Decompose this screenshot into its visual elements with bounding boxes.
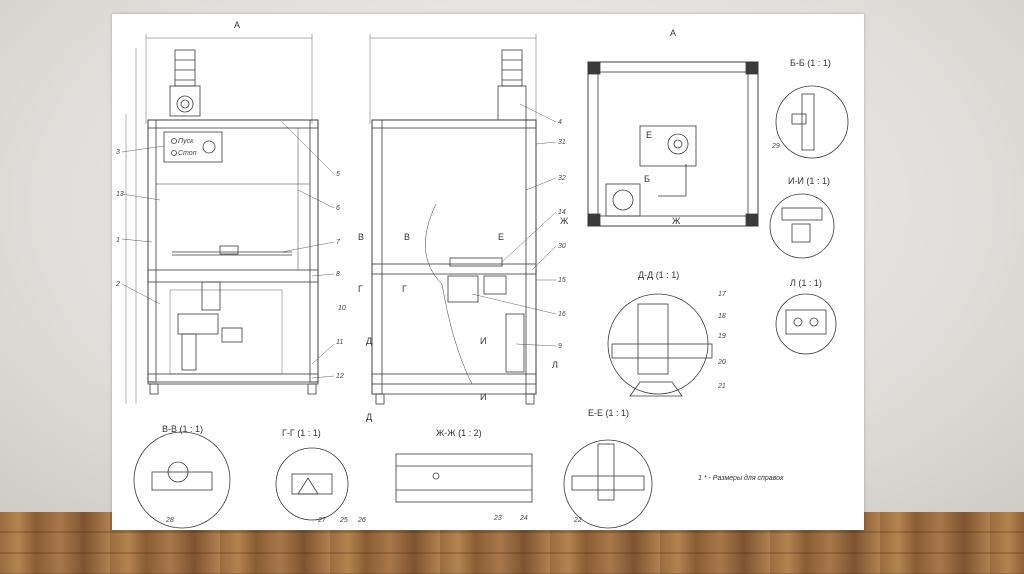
callout-side: 9 [558,343,562,350]
callout-detail: 28 [165,517,174,524]
view-a-title: А [670,28,676,38]
callout-side: 16 [558,311,566,318]
section-ii-title: И-И (1 : 1) [788,176,830,186]
cut-zh-right: Ж [672,216,681,226]
cut-d-bottom: Д [366,412,372,422]
arrow-a-label: А [234,20,240,30]
callout-front: 7 [336,239,341,246]
callout-side: 31 [558,139,566,146]
callout-detail: 24 [519,515,528,522]
cut-d-top: Д [366,336,372,346]
callout-detail: 27 [317,517,327,524]
callout-front: 12 [336,373,344,380]
technical-drawing: А А Б-Б (1 : 1) И-И (1 : 1) Л (1 : 1) Д-… [115,20,849,529]
callout-detail: 21 [717,383,726,390]
side-view [369,34,557,405]
callout-side: 30 [558,243,566,250]
cut-b-mark: Б [644,174,650,184]
callout-side: 4 [558,119,562,126]
callout-detail: 23 [493,515,502,522]
callout-front: 13 [116,191,124,198]
panel-stop-label: Стоп [178,150,197,157]
callout-detail: 18 [718,313,726,320]
view-a-plan [587,61,759,227]
section-zhzh-title: Ж-Ж (1 : 2) [436,428,482,438]
callout-front: 3 [116,149,120,156]
section-gg-title: Г-Г (1 : 1) [282,428,321,438]
cut-l-mark: Л [552,360,558,370]
cut-zh-left: Ж [560,216,569,226]
drawing-sheet: А А Б-Б (1 : 1) И-И (1 : 1) Л (1 : 1) Д-… [112,14,864,530]
callout-front: 6 [336,205,340,212]
cut-e-plan: Е [646,130,652,140]
callout-detail: 17 [718,291,727,298]
section-ll-detail [775,293,837,355]
section-dd-detail [607,293,713,397]
cut-e-mark: Е [498,232,504,242]
cut-v-left: В [358,232,364,242]
footnote: 1 * - Размеры для справок [698,474,784,482]
callout-detail: 20 [717,359,726,366]
callout-side: 32 [558,175,566,182]
callout-detail: 29 [771,143,780,150]
section-ee-title: Е-Е (1 : 1) [588,408,629,418]
cut-g-right: Г [402,284,407,294]
section-bb-title: Б-Б (1 : 1) [790,58,831,68]
callout-side: 15 [558,277,566,284]
cut-v-right: В [404,232,410,242]
section-vv-detail [133,431,231,529]
callout-detail: 19 [718,333,726,340]
cut-g-left: Г [358,284,363,294]
section-ll-title: Л (1 : 1) [790,278,822,288]
control-panel [163,131,223,163]
cut-i-bottom: И [480,392,486,402]
callout-detail: 25 [339,517,348,524]
panel-start-label: Пуск [178,138,194,145]
callout-side: 14 [558,209,566,216]
section-bb-detail [775,85,849,159]
callout-detail: 22 [573,517,582,524]
section-ii-detail [769,193,835,259]
callout-front: 2 [115,281,120,288]
section-vv-title: В-В (1 : 1) [162,424,203,434]
callout-front: 11 [336,339,343,346]
callout-front: 8 [336,271,340,278]
section-ee-detail [563,439,653,529]
callout-front: 5 [336,171,340,178]
section-zhzh-detail [395,453,533,503]
section-gg-detail [275,447,349,521]
callout-front: 10 [338,305,346,312]
callout-detail: 26 [357,517,366,524]
front-view [121,34,335,404]
callout-front: 1 [116,237,120,244]
cut-i-top: И [480,336,486,346]
section-dd-title: Д-Д (1 : 1) [638,270,679,280]
